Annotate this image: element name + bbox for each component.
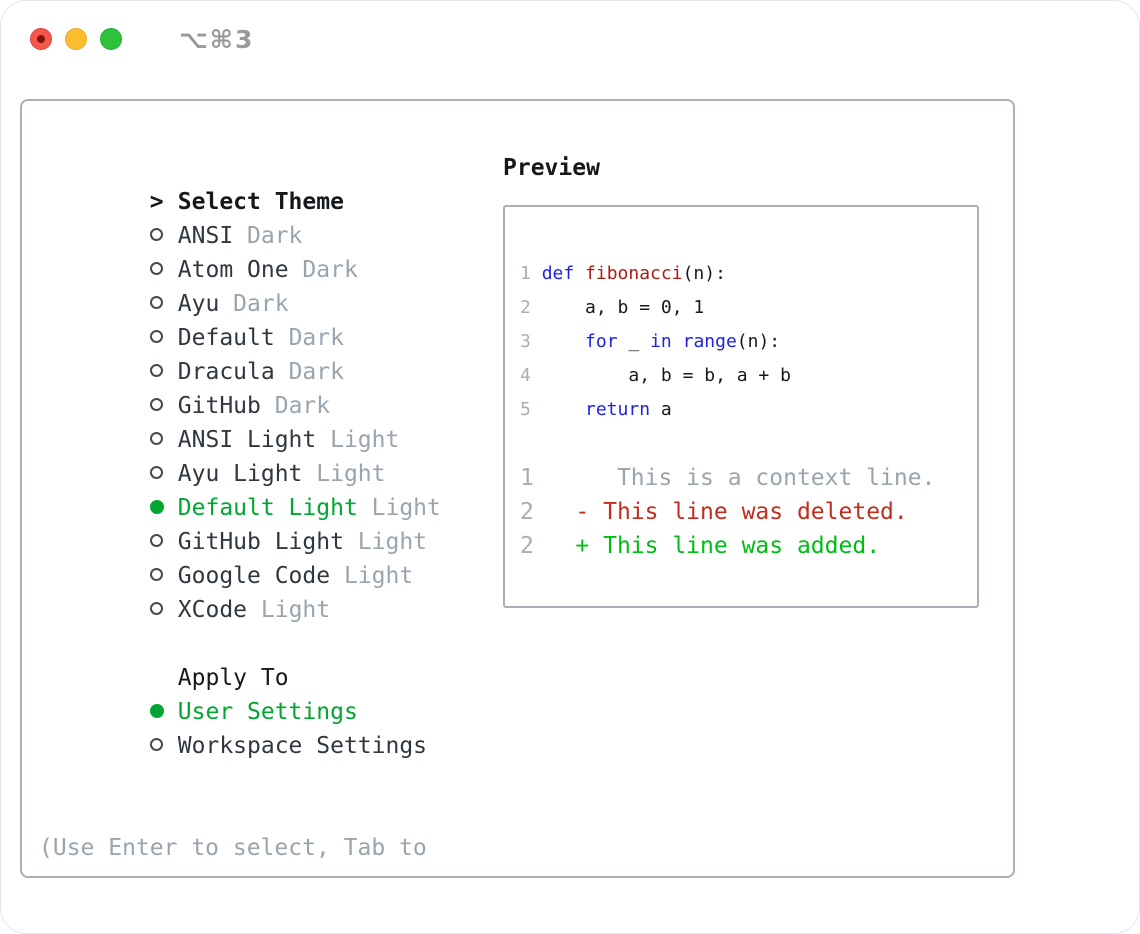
titlebar: ⌥⌘3 [30, 24, 255, 54]
radio-icon [149, 432, 163, 445]
radio-icon [149, 466, 163, 479]
help-text: (Use Enter to select, Tab to change focu… [39, 763, 489, 933]
spacer [520, 427, 977, 461]
radio-icon [149, 296, 163, 309]
radio-icon [149, 398, 163, 411]
apply-option-workspace-settings[interactable]: Workspace Settings [39, 695, 489, 759]
radio-icon [149, 602, 163, 615]
radio-icon [149, 534, 163, 547]
code-line: 4 a, b = b, a + b [520, 365, 791, 386]
minimize-button[interactable] [65, 28, 87, 50]
radio-icon [149, 738, 163, 751]
select-theme-label: Select Theme [177, 189, 344, 215]
radio-icon [149, 262, 163, 275]
prompt-caret-icon: > [149, 189, 164, 215]
radio-icon [149, 228, 163, 241]
diff-added-line: 2 + This line was added. [520, 533, 881, 559]
apply-to-label: Apply To [177, 665, 289, 691]
preview-box: 1 def fibonacci(n): 2 a, b = 0, 1 3 for … [503, 205, 979, 608]
select-theme-header: > Select Theme [39, 151, 489, 215]
radio-selected-icon [149, 703, 164, 718]
preview-column: Preview 1 def fibonacci(n): 2 a, b = 0, … [503, 151, 999, 608]
apply-option-user-settings[interactable]: User Settings [39, 661, 489, 725]
radio-selected-icon [149, 499, 164, 514]
code-line: 2 a, b = 0, 1 [520, 297, 705, 318]
diff-deleted-line: 2 - This line was deleted. [520, 499, 908, 525]
radio-icon [149, 364, 163, 377]
code-line: 3 for _ in range(n): [520, 331, 781, 352]
window-title: ⌥⌘3 [179, 24, 255, 54]
diff-context-line: 1 This is a context line. [520, 465, 936, 491]
code-line: 5 return a [520, 399, 672, 420]
code-line: 1 def fibonacci(n): [520, 263, 726, 284]
radio-icon [149, 330, 163, 343]
zoom-button[interactable] [100, 28, 122, 50]
close-button[interactable] [30, 28, 52, 50]
apply-to-header: Apply To [39, 627, 489, 691]
preview-label: Preview [503, 155, 600, 181]
radio-icon [149, 568, 163, 581]
help-text-line1: (Use Enter to select, Tab to [39, 835, 427, 861]
